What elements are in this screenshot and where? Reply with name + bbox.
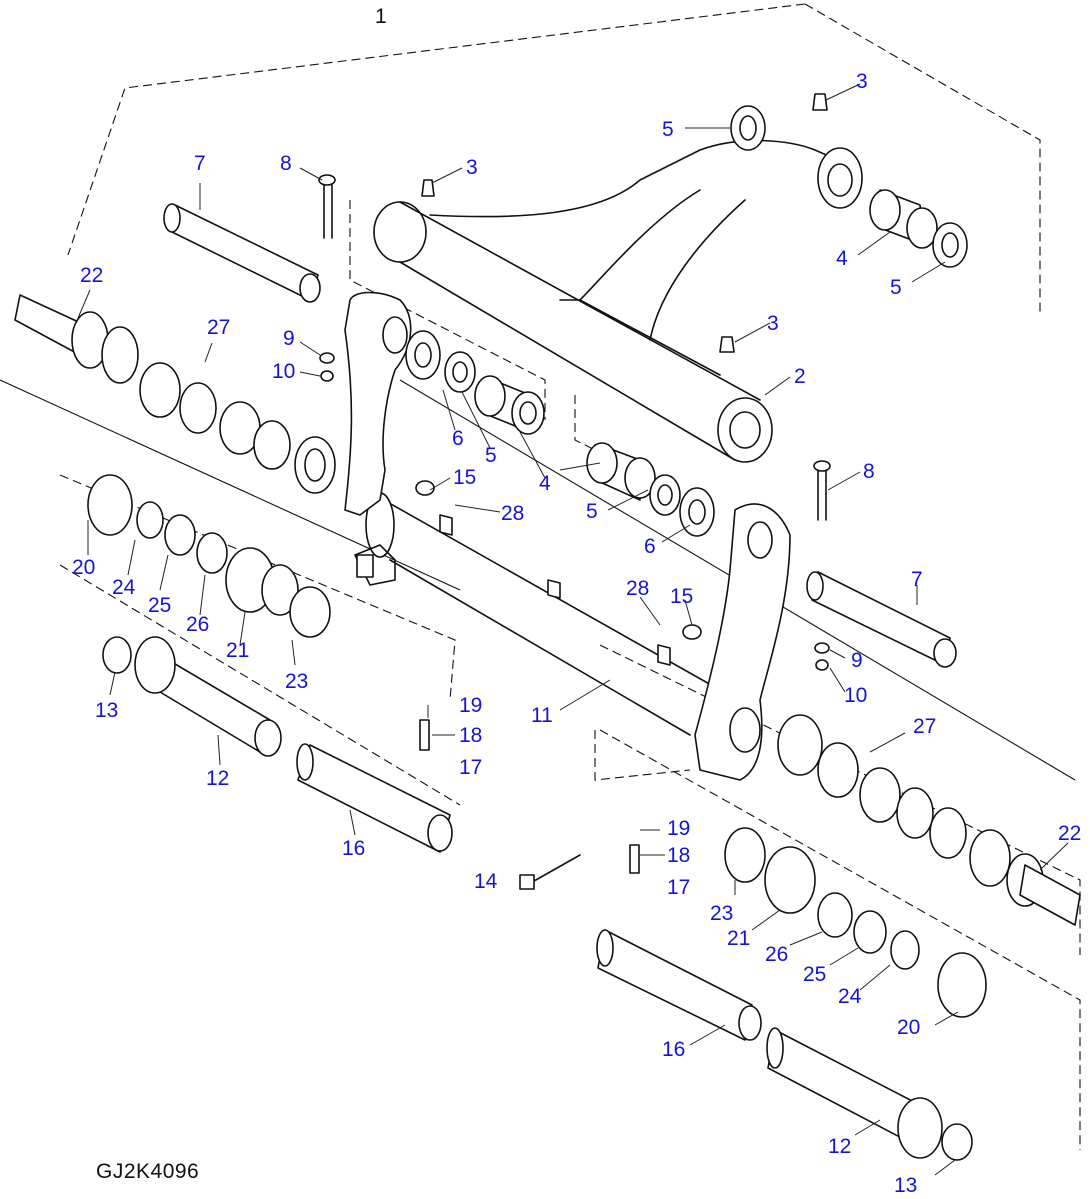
callout-5: 5 (485, 444, 497, 467)
callout-27: 27 (913, 715, 936, 738)
pins-and-bolts (163, 174, 957, 890)
callout-7: 7 (911, 568, 923, 591)
left-bracket (344, 291, 412, 516)
callout-26: 26 (186, 613, 209, 636)
callout-27: 27 (207, 316, 230, 339)
callout-26: 26 (765, 943, 788, 966)
callout-8: 8 (280, 152, 292, 175)
callout-11: 11 (531, 704, 553, 727)
callout-28: 28 (626, 577, 649, 600)
callout-21: 21 (727, 927, 750, 950)
callout-20: 20 (72, 556, 95, 579)
callout-25: 25 (803, 963, 826, 986)
callout-23: 23 (710, 902, 733, 925)
callout-12: 12 (828, 1135, 851, 1158)
callout-6: 6 (644, 535, 656, 558)
callout-2: 2 (794, 365, 806, 388)
callout-8: 8 (863, 460, 875, 483)
callout-1: 1 (375, 5, 387, 28)
callout-17: 17 (459, 756, 482, 779)
callout-10: 10 (272, 360, 295, 383)
callout-25: 25 (148, 594, 171, 617)
callout-16: 16 (662, 1038, 685, 1061)
callout-19: 19 (667, 817, 690, 840)
callout-24: 24 (112, 576, 136, 599)
callout-9: 9 (283, 327, 295, 350)
callout-28: 28 (501, 502, 524, 525)
callout-19: 19 (459, 694, 482, 717)
callout-10: 10 (844, 684, 867, 707)
callout-15: 15 (670, 585, 693, 608)
callout-22: 22 (1058, 822, 1081, 845)
upper-right-bushings (730, 105, 968, 268)
callout-18: 18 (667, 844, 690, 867)
left-idler-shaft (14, 294, 336, 494)
callout-22: 22 (80, 264, 103, 287)
callout-labels: 1 3 3 3 5 5 5 5 4 4 2 7 7 8 8 22 22 27 2… (72, 5, 1081, 1197)
callout-5: 5 (890, 276, 902, 299)
callout-4: 4 (539, 472, 551, 495)
drawing-reference-code: GJ2K4096 (96, 1160, 200, 1183)
callout-3: 3 (856, 70, 868, 93)
callout-3: 3 (767, 312, 779, 335)
grease-fittings (421, 93, 828, 353)
callout-21: 21 (226, 639, 249, 662)
callout-13: 13 (894, 1174, 917, 1197)
center-bushings (405, 330, 715, 537)
callout-23: 23 (285, 670, 308, 693)
callout-4: 4 (836, 247, 848, 270)
bogie-beam (354, 492, 721, 736)
callout-7: 7 (194, 152, 206, 175)
right-bracket (694, 503, 791, 781)
callout-3: 3 (466, 156, 478, 179)
callout-14: 14 (474, 870, 498, 893)
callout-24: 24 (838, 985, 862, 1008)
callout-18: 18 (459, 724, 482, 747)
leader-lines (77, 83, 1069, 1176)
callout-9: 9 (851, 649, 863, 672)
callout-5: 5 (662, 118, 674, 141)
left-roller-group (87, 474, 453, 853)
equalizer-frame (349, 139, 863, 463)
right-roller-group (596, 827, 987, 1161)
callout-13: 13 (95, 699, 118, 722)
callout-15: 15 (453, 466, 476, 489)
right-idler-shaft (777, 714, 1081, 926)
callout-6: 6 (452, 427, 464, 450)
callout-17: 17 (667, 876, 690, 899)
small-fasteners (319, 352, 830, 874)
callout-20: 20 (897, 1016, 920, 1039)
callout-12: 12 (206, 767, 229, 790)
callout-5: 5 (586, 500, 598, 523)
callout-16: 16 (342, 837, 365, 860)
